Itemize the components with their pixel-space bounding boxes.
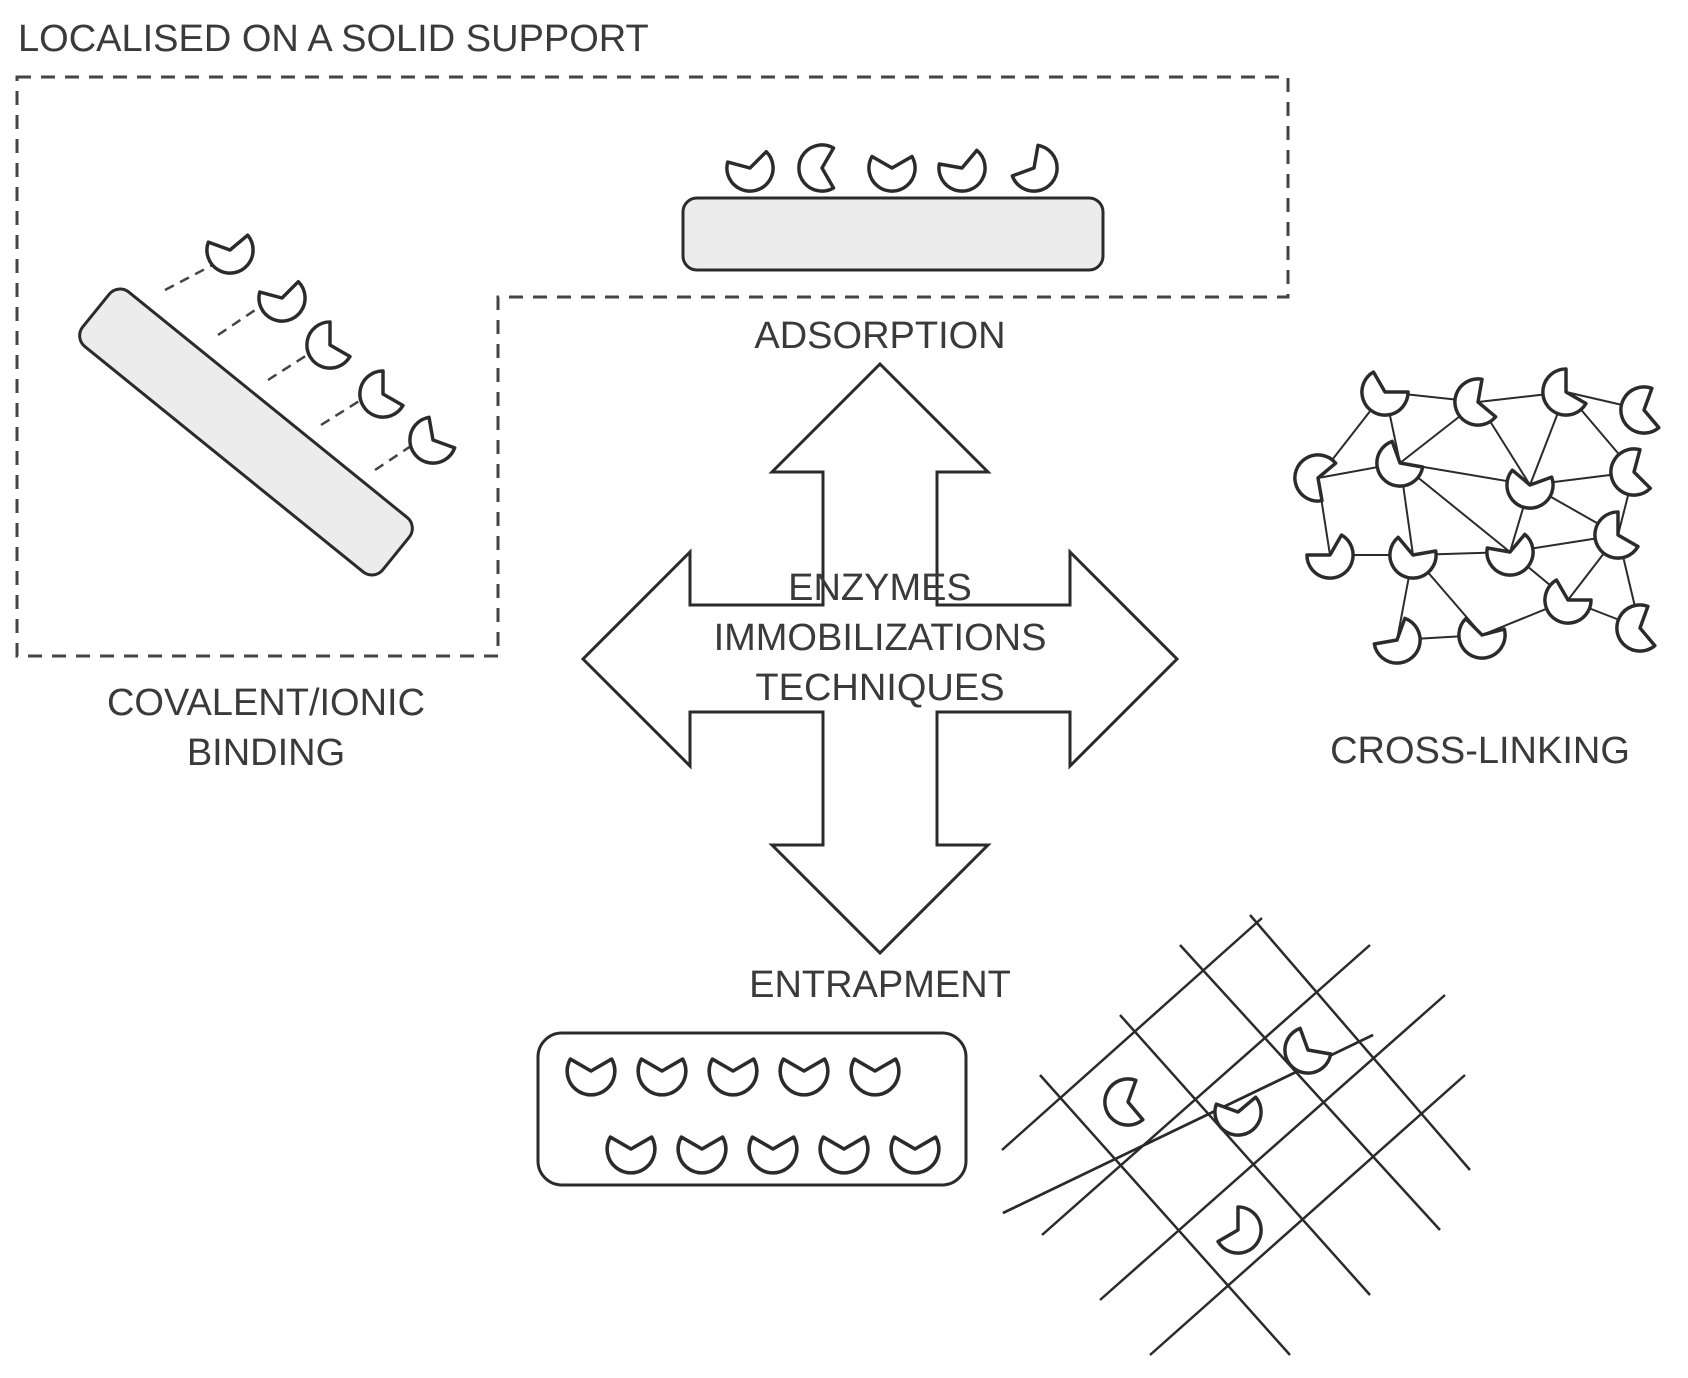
lattice-enzyme: [1099, 1075, 1146, 1131]
cross-linked-enzyme: [1351, 368, 1413, 426]
localised-label: LOCALISED ON A SOLID SUPPORT: [18, 18, 649, 60]
center-label-line3: TECHNIQUES: [755, 667, 1005, 709]
lattice-enzyme: [1273, 1024, 1335, 1085]
center-label-line1: ENZYMES: [788, 567, 972, 609]
four-way-arrow: [580, 361, 1180, 956]
cross-linked-enzyme: [1615, 383, 1662, 439]
covalent-label-line1: COVALENT/IONIC: [106, 682, 426, 724]
covalent-support-group: [78, 287, 414, 577]
lattice-enzymes: [1099, 1024, 1335, 1264]
cross-linked-enzymes: [1286, 364, 1662, 675]
adsorption-label: ADSORPTION: [754, 315, 1006, 357]
adsorbed-enzyme: [867, 154, 917, 193]
cross-linked-enzyme: [1446, 374, 1499, 434]
lattice-enzyme: [1214, 1202, 1272, 1264]
adsorbed-enzyme: [934, 147, 994, 200]
cross-linked-enzyme: [1365, 437, 1427, 498]
lattice-enzyme: [1211, 1094, 1267, 1141]
cross-linked-enzyme: [1370, 614, 1432, 675]
lattice-lines: [1001, 914, 1471, 1356]
cross-linked-enzyme: [1501, 467, 1557, 514]
cross-linked-enzyme: [1451, 616, 1510, 666]
entrapment-label: ENTRAPMENT: [749, 964, 1011, 1006]
cross-linked-enzyme: [1603, 444, 1653, 503]
bound-enzyme: [296, 317, 354, 379]
cross-linked-enzyme: [1482, 531, 1542, 584]
cross-linked-enzyme: [1584, 507, 1642, 569]
cross-links: [1317, 391, 1645, 641]
covalent-label-line2: BINDING: [186, 732, 346, 774]
cross-linking-label: CROSS-LINKING: [1330, 730, 1630, 772]
cross-linked-enzyme: [1611, 601, 1658, 657]
bound-enzyme: [349, 366, 407, 428]
bound-enzyme: [203, 232, 259, 279]
bound-enzyme: [398, 413, 459, 475]
cross-linked-enzyme: [1534, 576, 1596, 634]
center-label-line2: IMMOBILIZATIONS: [713, 617, 1047, 659]
bound-enzyme: [254, 279, 313, 329]
adsorbed-enzyme: [1008, 141, 1069, 203]
localised-region-outline: [15, 75, 1290, 658]
adsorption-enzymes: [722, 141, 1069, 203]
adsorption-support: [681, 196, 1105, 272]
adsorbed-enzyme: [797, 143, 836, 193]
cross-linked-enzyme: [1302, 531, 1364, 589]
adsorbed-enzyme: [722, 149, 781, 199]
covalent-support: [78, 287, 414, 577]
